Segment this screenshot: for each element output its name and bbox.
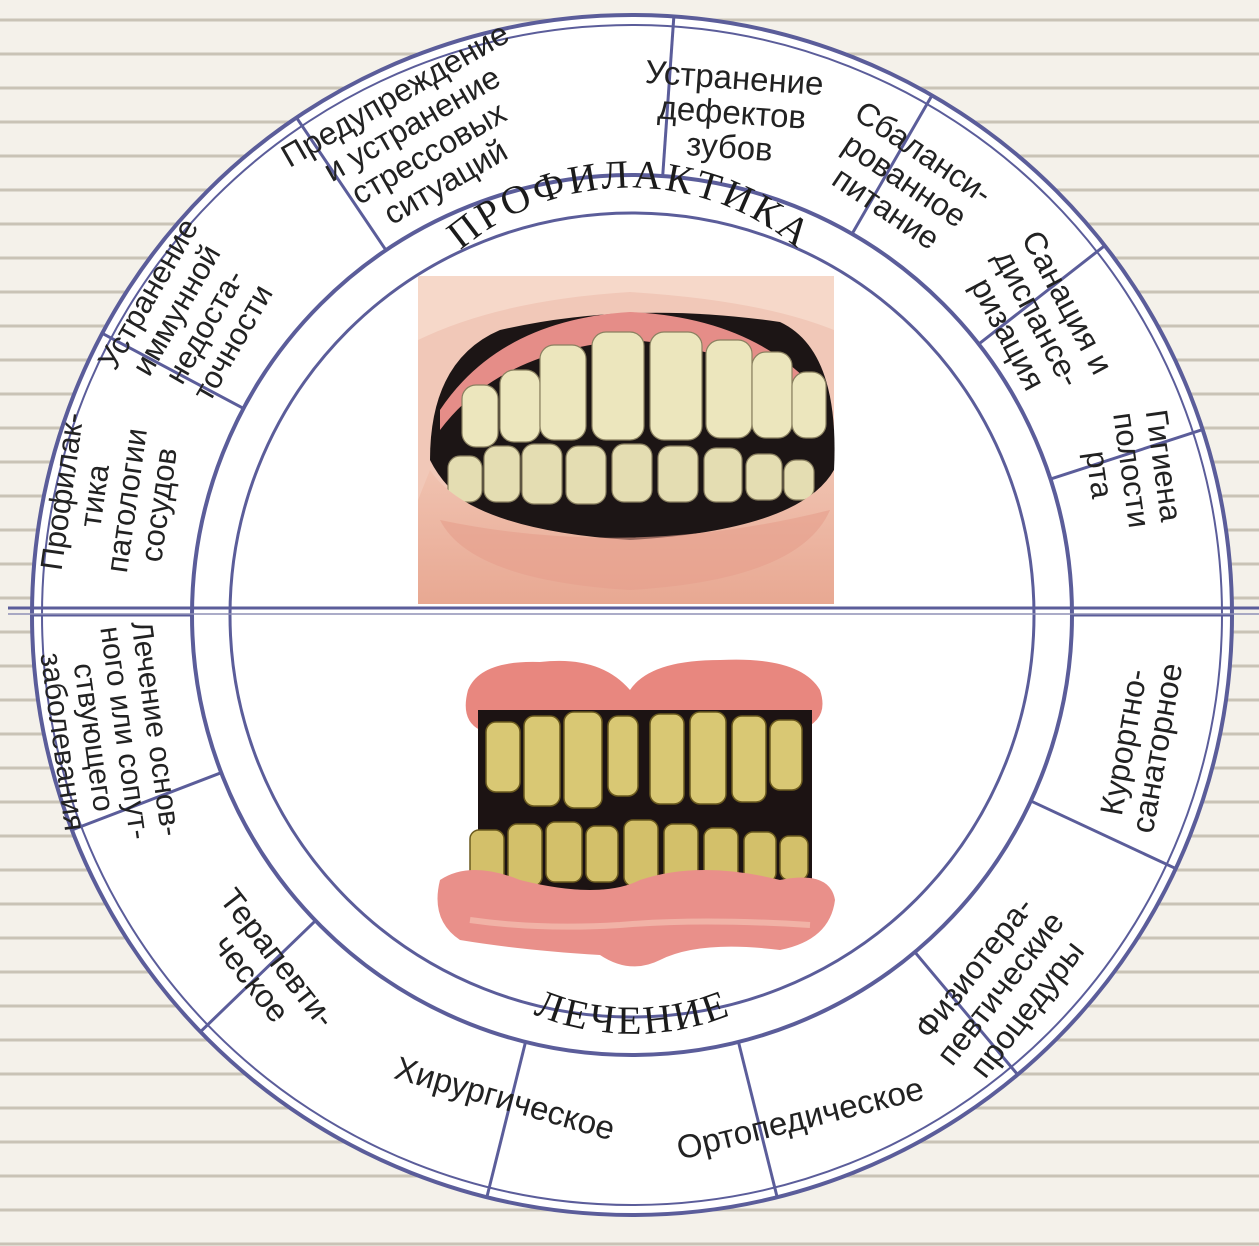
tooth xyxy=(546,822,582,882)
tooth xyxy=(784,460,814,500)
tooth xyxy=(780,836,808,880)
tooth xyxy=(658,446,698,502)
tooth xyxy=(540,345,586,440)
tooth xyxy=(508,824,542,886)
tooth xyxy=(462,385,498,447)
segment-label-line: рта xyxy=(1079,449,1120,502)
tooth xyxy=(522,444,562,504)
tooth xyxy=(792,372,826,438)
tooth xyxy=(612,444,652,502)
tooth xyxy=(524,716,560,806)
tooth xyxy=(608,716,638,796)
tooth xyxy=(706,340,752,438)
tooth xyxy=(704,448,742,502)
tooth xyxy=(732,716,766,802)
tooth xyxy=(592,332,644,440)
tooth xyxy=(566,446,606,504)
healthy-teeth-image xyxy=(418,276,835,604)
diseased-teeth-image xyxy=(438,660,836,967)
tooth xyxy=(484,446,520,502)
tooth xyxy=(564,712,602,808)
tooth xyxy=(746,454,782,500)
tooth xyxy=(690,712,726,804)
tooth xyxy=(752,352,792,438)
tooth xyxy=(624,820,658,886)
tooth xyxy=(586,826,618,882)
tooth xyxy=(650,332,702,440)
tooth xyxy=(500,370,540,442)
tooth xyxy=(486,722,520,792)
tooth xyxy=(650,714,684,804)
tooth xyxy=(770,720,802,790)
